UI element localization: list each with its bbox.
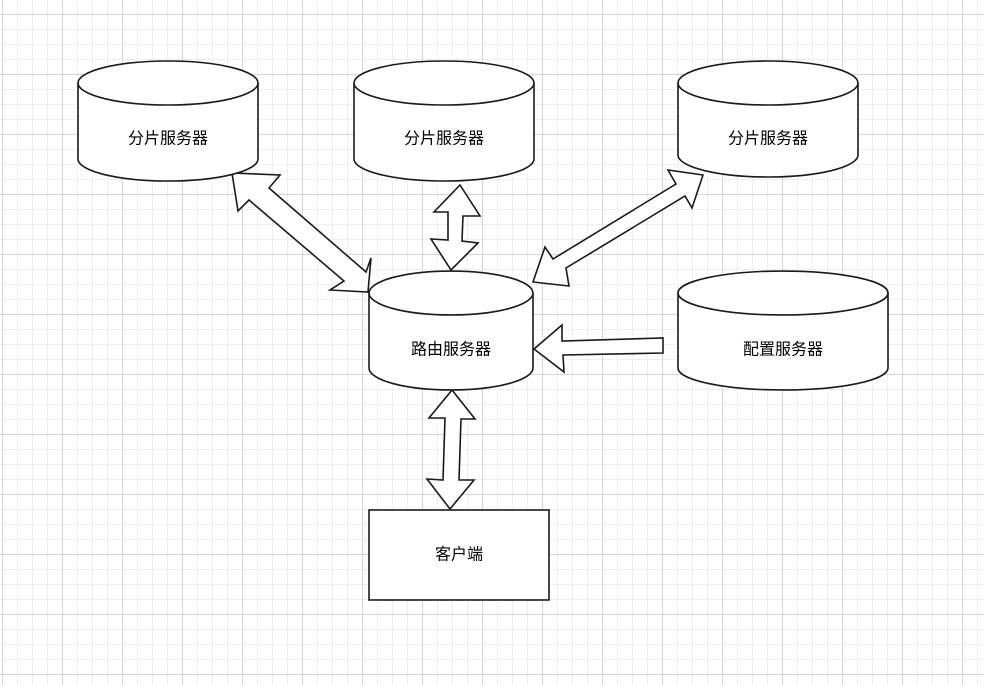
shard-server-1[interactable]: 分片服务器	[77, 60, 259, 182]
shard-server-2[interactable]: 分片服务器	[353, 60, 535, 182]
client-box[interactable]: 客户端	[368, 509, 550, 601]
arrow-router-shard3[interactable]	[531, 168, 705, 287]
arrow-router-client[interactable]	[425, 388, 477, 511]
arrow-config-router[interactable]	[532, 323, 664, 374]
client-label: 客户端	[435, 545, 483, 564]
config-server[interactable]: 配置服务器	[677, 270, 889, 391]
arrow-router-shard2[interactable]	[429, 183, 482, 272]
shard-server-3[interactable]: 分片服务器	[677, 60, 859, 178]
shard-server-2-label: 分片服务器	[404, 129, 484, 148]
arrow-router-shard1[interactable]	[231, 172, 372, 293]
config-server-label: 配置服务器	[743, 340, 823, 359]
router-server[interactable]: 路由服务器	[368, 270, 534, 391]
shard-server-3-label: 分片服务器	[728, 129, 808, 148]
shard-server-1-label: 分片服务器	[128, 129, 208, 148]
router-server-label: 路由服务器	[411, 340, 491, 359]
